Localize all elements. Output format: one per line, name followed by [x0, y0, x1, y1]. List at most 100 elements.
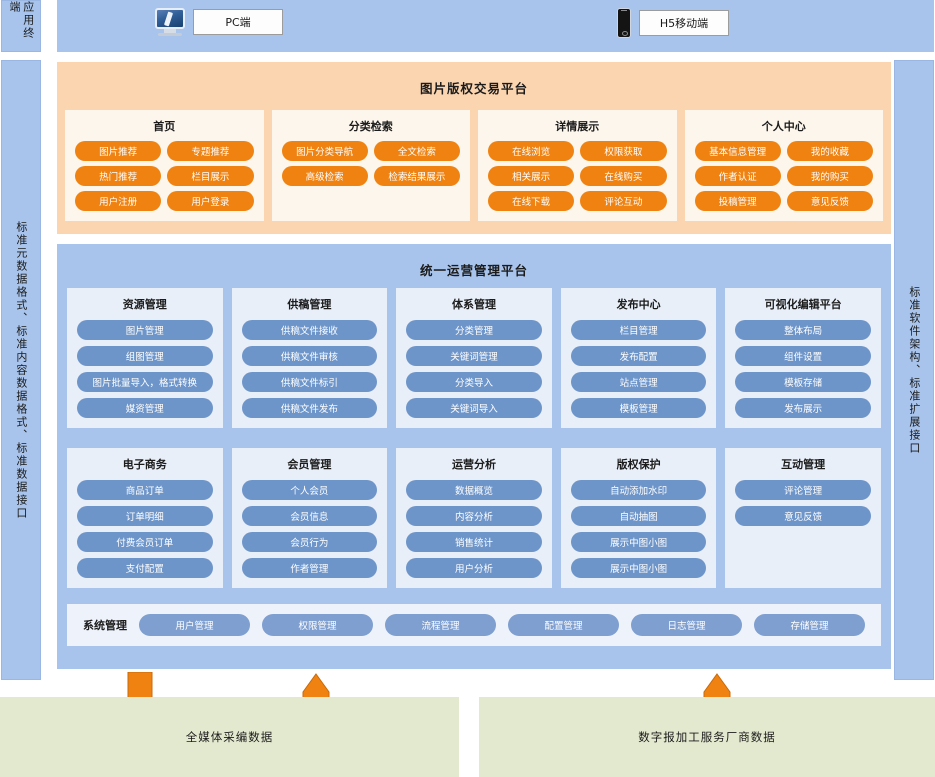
- blue-feature-pill[interactable]: 发布展示: [735, 398, 871, 418]
- orange-feature-pill[interactable]: 我的收藏: [786, 141, 873, 161]
- system-management-pill[interactable]: 配置管理: [508, 614, 619, 636]
- rail-app-terminal-label: 应用终端: [8, 1, 35, 40]
- orange-feature-pill[interactable]: 权限获取: [580, 141, 667, 161]
- blue-feature-pill[interactable]: 自动添加水印: [570, 480, 707, 500]
- blue-feature-pill[interactable]: 模板管理: [570, 398, 707, 418]
- blue-card-title: 可视化编辑平台: [764, 298, 842, 311]
- blue-feature-pill[interactable]: 会员信息: [241, 506, 378, 526]
- blue-card: 版权保护自动添加水印自动抽图展示中图小图展示中图小图: [560, 448, 717, 588]
- terminal-pc-label: PC端: [193, 9, 283, 35]
- blue-feature-pill[interactable]: 媒资管理: [77, 398, 213, 418]
- blue-feature-pill[interactable]: 展示中图小图: [570, 532, 707, 552]
- blue-feature-pill[interactable]: 评论管理: [735, 480, 871, 500]
- blue-card-row-2: 电子商务商品订单订单明细付费会员订单支付配置会员管理个人会员会员信息会员行为作者…: [67, 448, 881, 588]
- orange-card-title: 首页: [153, 120, 176, 133]
- blue-feature-pill[interactable]: 用户分析: [406, 558, 542, 578]
- orange-feature-pill[interactable]: 高级检索: [281, 166, 368, 186]
- blue-feature-pill[interactable]: 关键词导入: [406, 398, 542, 418]
- blue-feature-pill[interactable]: 分类导入: [406, 372, 542, 392]
- orange-feature-pill[interactable]: 用户注册: [75, 191, 162, 211]
- orange-card: 个人中心基本信息管理我的收藏作者认证我的购买投稿管理意见反馈: [684, 110, 883, 221]
- orange-feature-pill[interactable]: 全文检索: [373, 141, 460, 161]
- blue-feature-pill[interactable]: 站点管理: [570, 372, 707, 392]
- blue-card: 运营分析数据概览内容分析销售统计用户分析: [396, 448, 552, 588]
- blue-card-title: 版权保护: [616, 458, 661, 471]
- system-management-pill[interactable]: 流程管理: [385, 614, 496, 636]
- orange-pill-grid: 在线浏览权限获取相关展示在线购买在线下载评论互动: [488, 141, 667, 211]
- blue-feature-pill[interactable]: 作者管理: [241, 558, 378, 578]
- orange-feature-pill[interactable]: 在线浏览: [488, 141, 575, 161]
- system-management-pill[interactable]: 权限管理: [262, 614, 373, 636]
- blue-card-title: 体系管理: [451, 298, 496, 311]
- blue-card: 供稿管理供稿文件接收供稿文件审核供稿文件标引供稿文件发布: [231, 288, 388, 428]
- orange-feature-pill[interactable]: 作者认证: [694, 166, 781, 186]
- mobile-phone-icon: [617, 8, 631, 38]
- blue-platform-title: 统一运营管理平台: [419, 263, 528, 278]
- orange-feature-pill[interactable]: 用户登录: [167, 191, 254, 211]
- blue-feature-pill[interactable]: 内容分析: [406, 506, 542, 526]
- blue-card-title: 供稿管理: [287, 298, 332, 311]
- orange-feature-pill[interactable]: 评论互动: [580, 191, 667, 211]
- orange-feature-pill[interactable]: 栏目展示: [167, 166, 254, 186]
- blue-feature-pill[interactable]: 供稿文件接收: [241, 320, 378, 340]
- orange-feature-pill[interactable]: 在线下载: [488, 191, 575, 211]
- blue-feature-pill[interactable]: 订单明细: [77, 506, 213, 526]
- blue-feature-pill[interactable]: 图片管理: [77, 320, 213, 340]
- system-management-pill[interactable]: 用户管理: [139, 614, 250, 636]
- blue-feature-pill[interactable]: 自动抽图: [570, 506, 707, 526]
- blue-feature-pill[interactable]: 整体布局: [735, 320, 871, 340]
- blue-feature-pill[interactable]: 供稿文件审核: [241, 346, 378, 366]
- terminal-item-h5-mobile[interactable]: H5移动端: [617, 8, 729, 38]
- blue-feature-pill[interactable]: 栏目管理: [570, 320, 707, 340]
- data-source-label-2: 数字报加工服务厂商数据: [638, 730, 776, 744]
- orange-feature-pill[interactable]: 在线购买: [580, 166, 667, 186]
- blue-feature-pill[interactable]: 意见反馈: [735, 506, 871, 526]
- blue-feature-pill[interactable]: 销售统计: [406, 532, 542, 552]
- blue-feature-pill[interactable]: 组图管理: [77, 346, 213, 366]
- blue-card: 互动管理评论管理意见反馈: [725, 448, 881, 588]
- orange-feature-pill[interactable]: 检索结果展示: [373, 166, 460, 186]
- system-management-pill[interactable]: 日志管理: [631, 614, 742, 636]
- blue-card-title: 发布中心: [616, 298, 661, 311]
- orange-feature-pill[interactable]: 图片推荐: [75, 141, 162, 161]
- data-source-box-2: 数字报加工服务厂商数据: [479, 697, 935, 777]
- orange-card-title: 详情展示: [555, 120, 600, 133]
- rail-right-label: 标准软件架构、标准扩展接口: [907, 285, 921, 455]
- orange-feature-pill[interactable]: 专题推荐: [167, 141, 254, 161]
- blue-card-title: 会员管理: [287, 458, 332, 471]
- blue-feature-pill[interactable]: 发布配置: [570, 346, 707, 366]
- orange-feature-pill[interactable]: 我的购买: [786, 166, 873, 186]
- orange-card: 首页图片推荐专题推荐热门推荐栏目展示用户注册用户登录: [65, 110, 264, 221]
- orange-feature-pill[interactable]: 意见反馈: [786, 191, 873, 211]
- blue-feature-pill[interactable]: 分类管理: [406, 320, 542, 340]
- blue-feature-pill[interactable]: 支付配置: [77, 558, 213, 578]
- blue-feature-pill[interactable]: 供稿文件发布: [241, 398, 378, 418]
- blue-card-title: 资源管理: [122, 298, 167, 311]
- blue-card: 发布中心栏目管理发布配置站点管理模板管理: [560, 288, 717, 428]
- blue-feature-pill[interactable]: 个人会员: [241, 480, 378, 500]
- blue-feature-pill[interactable]: 会员行为: [241, 532, 378, 552]
- terminal-item-pc[interactable]: PC端: [155, 8, 283, 36]
- blue-feature-pill[interactable]: 组件设置: [735, 346, 871, 366]
- blue-feature-pill[interactable]: 图片批量导入，格式转换: [77, 372, 213, 392]
- orange-feature-pill[interactable]: 投稿管理: [694, 191, 781, 211]
- blue-feature-pill[interactable]: 展示中图小图: [570, 558, 707, 578]
- blue-feature-pill[interactable]: 模板存储: [735, 372, 871, 392]
- blue-card-row-1: 资源管理图片管理组图管理图片批量导入，格式转换媒资管理供稿管理供稿文件接收供稿文…: [67, 288, 881, 428]
- orange-feature-pill[interactable]: 图片分类导航: [281, 141, 368, 161]
- blue-feature-pill[interactable]: 供稿文件标引: [241, 372, 378, 392]
- data-source-box-1: 全媒体采编数据: [0, 697, 459, 777]
- system-management-pill[interactable]: 存储管理: [754, 614, 865, 636]
- blue-feature-pill[interactable]: 关键词管理: [406, 346, 542, 366]
- orange-feature-pill[interactable]: 基本信息管理: [694, 141, 781, 161]
- orange-feature-pill[interactable]: 热门推荐: [75, 166, 162, 186]
- blue-card: 体系管理分类管理关键词管理分类导入关键词导入: [396, 288, 552, 428]
- rail-right-standards: 标准软件架构、标准扩展接口: [894, 60, 934, 680]
- orange-feature-pill[interactable]: 相关展示: [488, 166, 575, 186]
- blue-feature-pill[interactable]: 付费会员订单: [77, 532, 213, 552]
- blue-feature-pill[interactable]: 商品订单: [77, 480, 213, 500]
- blue-card: 资源管理图片管理组图管理图片批量导入，格式转换媒资管理: [67, 288, 223, 428]
- rail-left-label: 标准元数据格式、标准内容数据格式、标准数据接口: [14, 220, 28, 520]
- orange-card: 分类检索图片分类导航全文检索高级检索检索结果展示: [271, 110, 470, 221]
- blue-feature-pill[interactable]: 数据概览: [406, 480, 542, 500]
